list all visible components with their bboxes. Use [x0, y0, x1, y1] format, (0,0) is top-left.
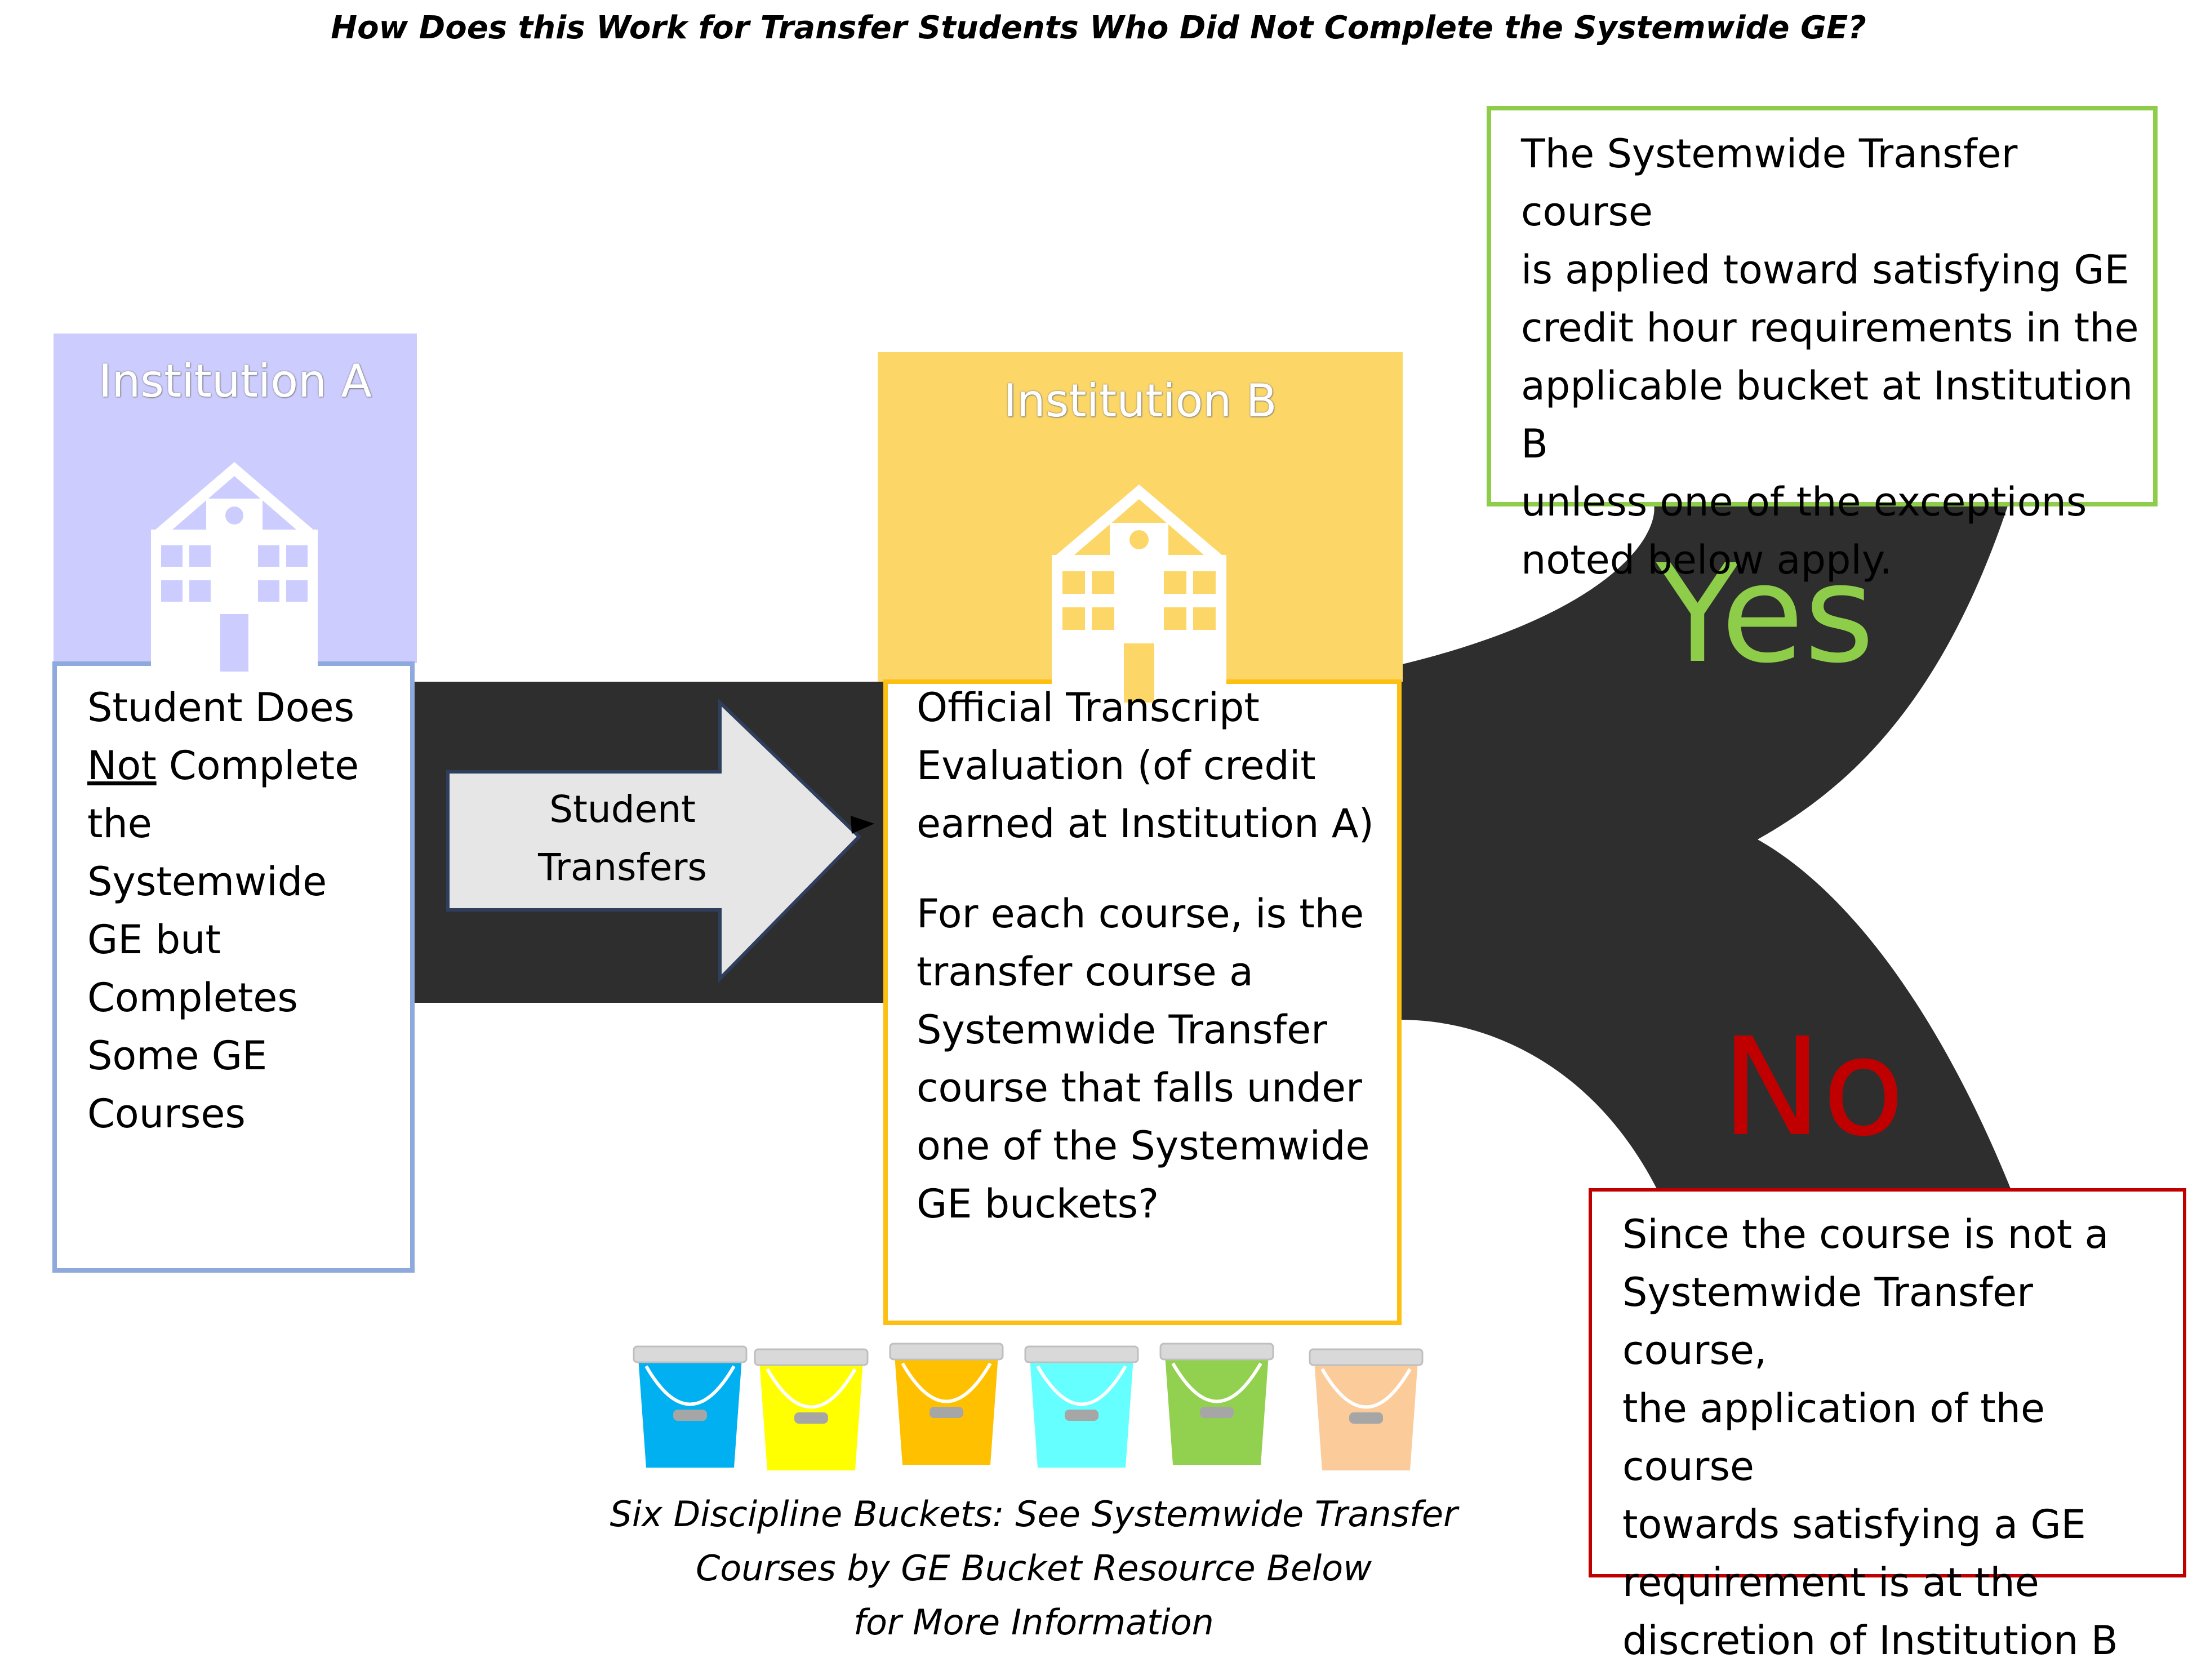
- text-line: applicable bucket at Institution B: [1521, 363, 2133, 467]
- text-line: Some GE: [87, 1033, 268, 1079]
- fork-band: [1400, 496, 2020, 1211]
- institution-b-text: Official Transcript Evaluation (of credi…: [917, 679, 1390, 1233]
- buckets-caption: Six Discipline Buckets: See Systemwide T…: [608, 1487, 1459, 1650]
- text-line: Official Transcript: [917, 685, 1260, 731]
- text-line: unless one of the exceptions: [1521, 479, 2087, 525]
- text-line: GE buckets?: [917, 1181, 1159, 1227]
- text-line: requirement is at the: [1622, 1559, 2039, 1606]
- text-line: For each course, is the: [917, 891, 1364, 937]
- text-line: Completes: [87, 975, 298, 1021]
- no-label: No: [1721, 1008, 1905, 1166]
- text-line: Student: [549, 788, 696, 831]
- yes-result-text: The Systemwide Transfer course is applie…: [1521, 125, 2146, 589]
- no-result-box: [1589, 1188, 2186, 1577]
- text-fragment: Complete: [156, 743, 359, 789]
- text-line: the Systemwide: [87, 801, 327, 905]
- bucket-icon: [1024, 1345, 1139, 1468]
- school-building-icon: [1052, 485, 1226, 703]
- caption-line: Courses by GE Bucket Resource Below: [696, 1548, 1372, 1589]
- text-line: Courses: [87, 1091, 246, 1137]
- page-title: How Does this Work for Transfer Students…: [331, 10, 1866, 46]
- school-building-icon: [151, 462, 318, 672]
- text-line: course that falls under: [917, 1065, 1362, 1111]
- text-line: GE but: [87, 917, 221, 963]
- text-line: Not Complete: [87, 737, 403, 795]
- text-line: Evaluation (of credit: [917, 743, 1316, 789]
- caption-line: for More Information: [853, 1602, 1214, 1643]
- bucket-icon: [889, 1343, 1004, 1465]
- institution-a-box: [52, 661, 415, 1273]
- text-line: transfer course a: [917, 949, 1253, 995]
- bucket-icon: [1309, 1348, 1424, 1470]
- institution-a-text: Student Does Not Complete the Systemwide…: [87, 679, 403, 1143]
- text-line: Since the course is not a: [1622, 1211, 2109, 1257]
- text-line: Systemwide Transfer course,: [1622, 1269, 2033, 1374]
- arrow-label: Student Transfers: [484, 780, 760, 896]
- not-emphasis: Not: [87, 743, 157, 789]
- institution-b-box: [883, 679, 1402, 1325]
- institution-b-label: Institution B: [1003, 375, 1277, 427]
- text-line: noted below apply.: [1521, 537, 1892, 583]
- text-line: the application of the course: [1622, 1385, 2045, 1490]
- text-line: Student Does: [87, 685, 355, 731]
- arrow-tip-icon: [851, 816, 874, 834]
- text-line: is applied toward satisfying GE: [1521, 247, 2129, 293]
- text-line: The Systemwide Transfer course: [1521, 131, 2018, 235]
- caption-line: Six Discipline Buckets: See Systemwide T…: [610, 1494, 1458, 1535]
- text-line: Systemwide Transfer: [917, 1007, 1327, 1053]
- text-line: credit hour requirements in the: [1521, 305, 2139, 351]
- text-line: towards satisfying a GE: [1622, 1501, 2086, 1548]
- bucket-row: [633, 1343, 1424, 1470]
- yes-result-box: [1487, 106, 2158, 506]
- text-line: discretion of Institution B: [1622, 1617, 2118, 1664]
- text-line: one of the Systemwide: [917, 1123, 1370, 1169]
- text-line: earned at Institution A): [917, 801, 1374, 847]
- institution-a-label: Institution A: [98, 355, 372, 407]
- bucket-icon: [633, 1345, 748, 1468]
- text-line: Transfers: [538, 846, 707, 889]
- bucket-icon: [1159, 1343, 1274, 1465]
- student-transfers-arrow: [446, 698, 862, 983]
- no-result-text: Since the course is not a Systemwide Tra…: [1622, 1206, 2180, 1670]
- bucket-icon: [754, 1348, 869, 1470]
- yes-label: Yes: [1656, 535, 1875, 693]
